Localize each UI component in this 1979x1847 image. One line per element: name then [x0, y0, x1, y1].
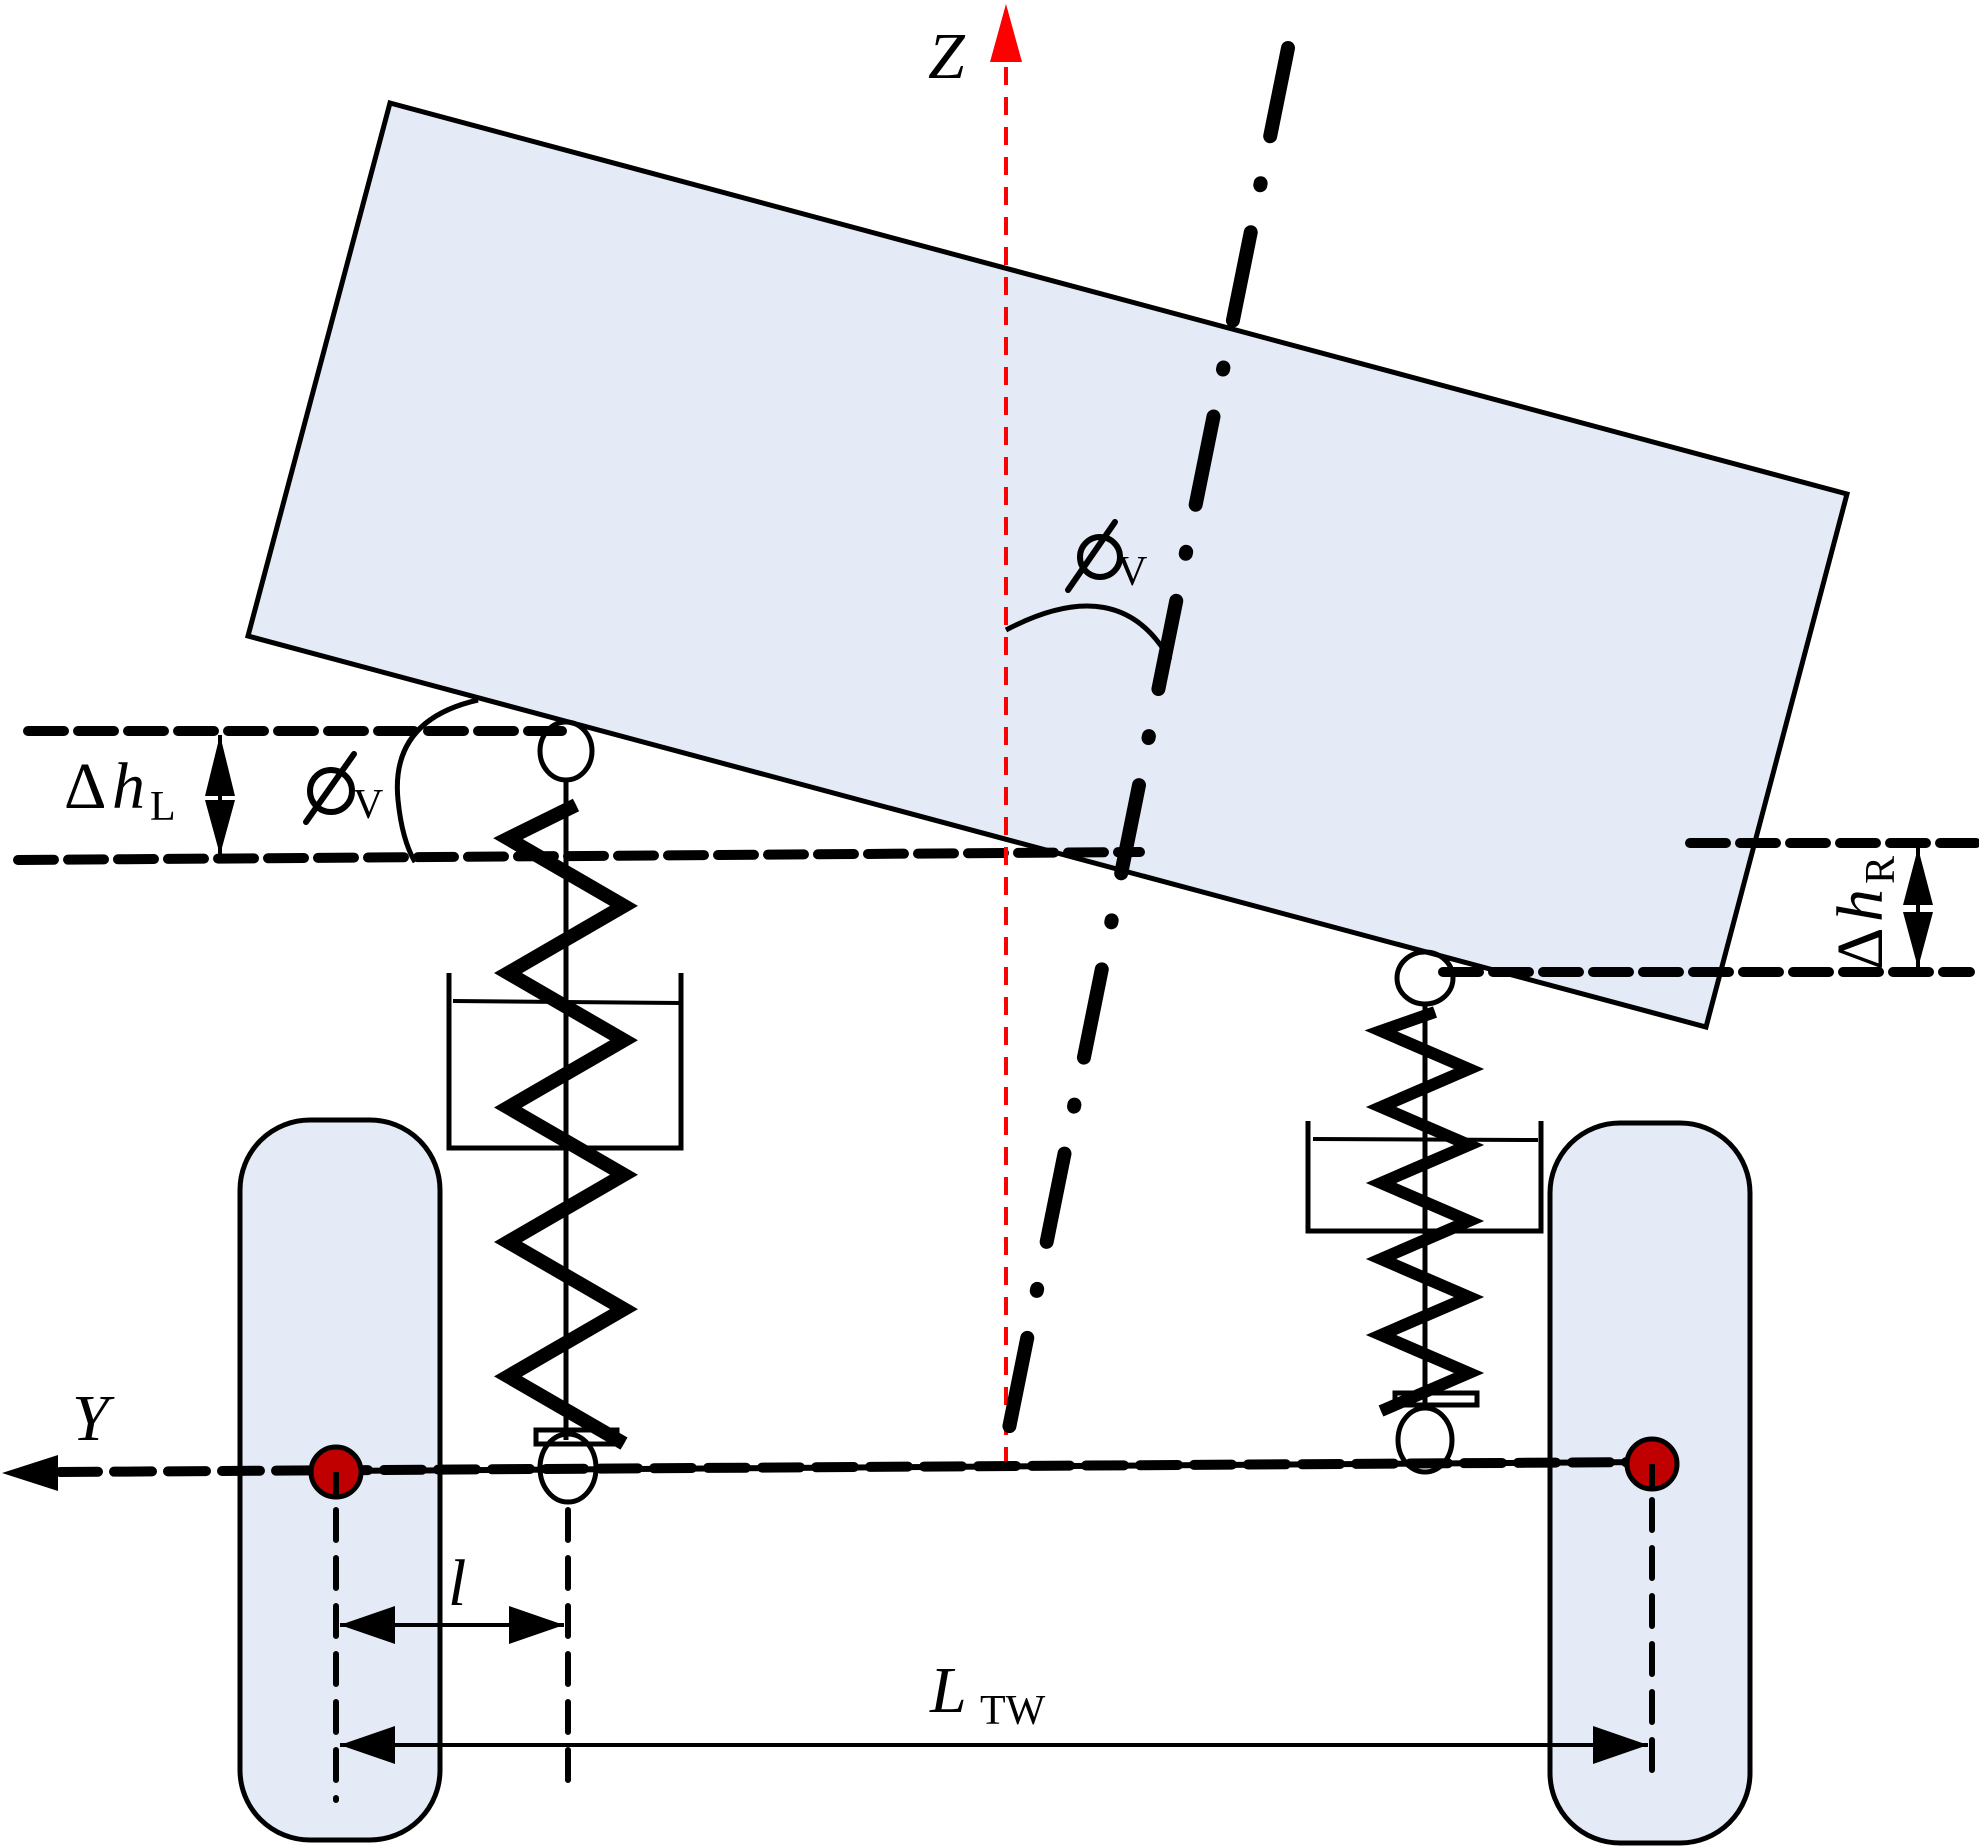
roll-angle-label-top: V — [1065, 519, 1147, 595]
right-damper-piston — [1312, 1137, 1539, 1142]
roll-angle-arc-left — [394, 697, 479, 864]
left-damper-piston — [452, 999, 682, 1005]
svg-text:V: V — [1117, 549, 1147, 595]
right-lower-joint — [1395, 1405, 1455, 1475]
svg-text:h: h — [112, 750, 145, 823]
svg-text:R: R — [1858, 856, 1904, 884]
right-damper-cylinder — [1305, 1121, 1544, 1234]
left-spring-damper — [446, 719, 684, 1505]
z-axis-label: Z — [928, 20, 966, 93]
sprung-mass-body — [244, 99, 1851, 1031]
right-spring-seat — [1392, 1390, 1480, 1408]
svg-text:h: h — [1824, 889, 1897, 922]
left-spring-seat — [533, 1427, 620, 1447]
roll-angle-arc-top — [1004, 603, 1173, 662]
roll-axis-centerline — [998, 41, 1295, 1455]
svg-text:L: L — [929, 1654, 967, 1727]
left-damper-cylinder — [446, 973, 684, 1151]
track-width-label: L TW — [929, 1654, 1046, 1734]
lever-arm-dimension — [340, 1606, 564, 1644]
svg-text:Δ: Δ — [64, 750, 106, 823]
svg-text:L: L — [150, 784, 176, 830]
svg-text:TW: TW — [980, 1688, 1046, 1734]
delta-h-left-dimension-arrow — [205, 735, 235, 855]
roll-angle-label-left: V — [303, 751, 383, 828]
delta-h-left-label: Δ h L — [64, 750, 176, 830]
y-axis-label: Y — [72, 1382, 115, 1455]
right-upper-joint — [1394, 949, 1456, 1007]
lever-arm-label: l — [448, 1547, 466, 1620]
y-axis-arrowhead — [2, 1455, 58, 1491]
svg-text:Δ: Δ — [1824, 928, 1897, 970]
track-width-dimension — [340, 1726, 1648, 1764]
left-lower-reference-line — [13, 847, 1145, 865]
delta-h-right-dimension-arrow — [1903, 848, 1933, 968]
right-spring-damper — [1305, 949, 1544, 1475]
delta-h-right-label: Δ h R — [1824, 856, 1904, 970]
z-axis-arrowhead — [990, 4, 1022, 62]
svg-text:V: V — [353, 782, 383, 828]
